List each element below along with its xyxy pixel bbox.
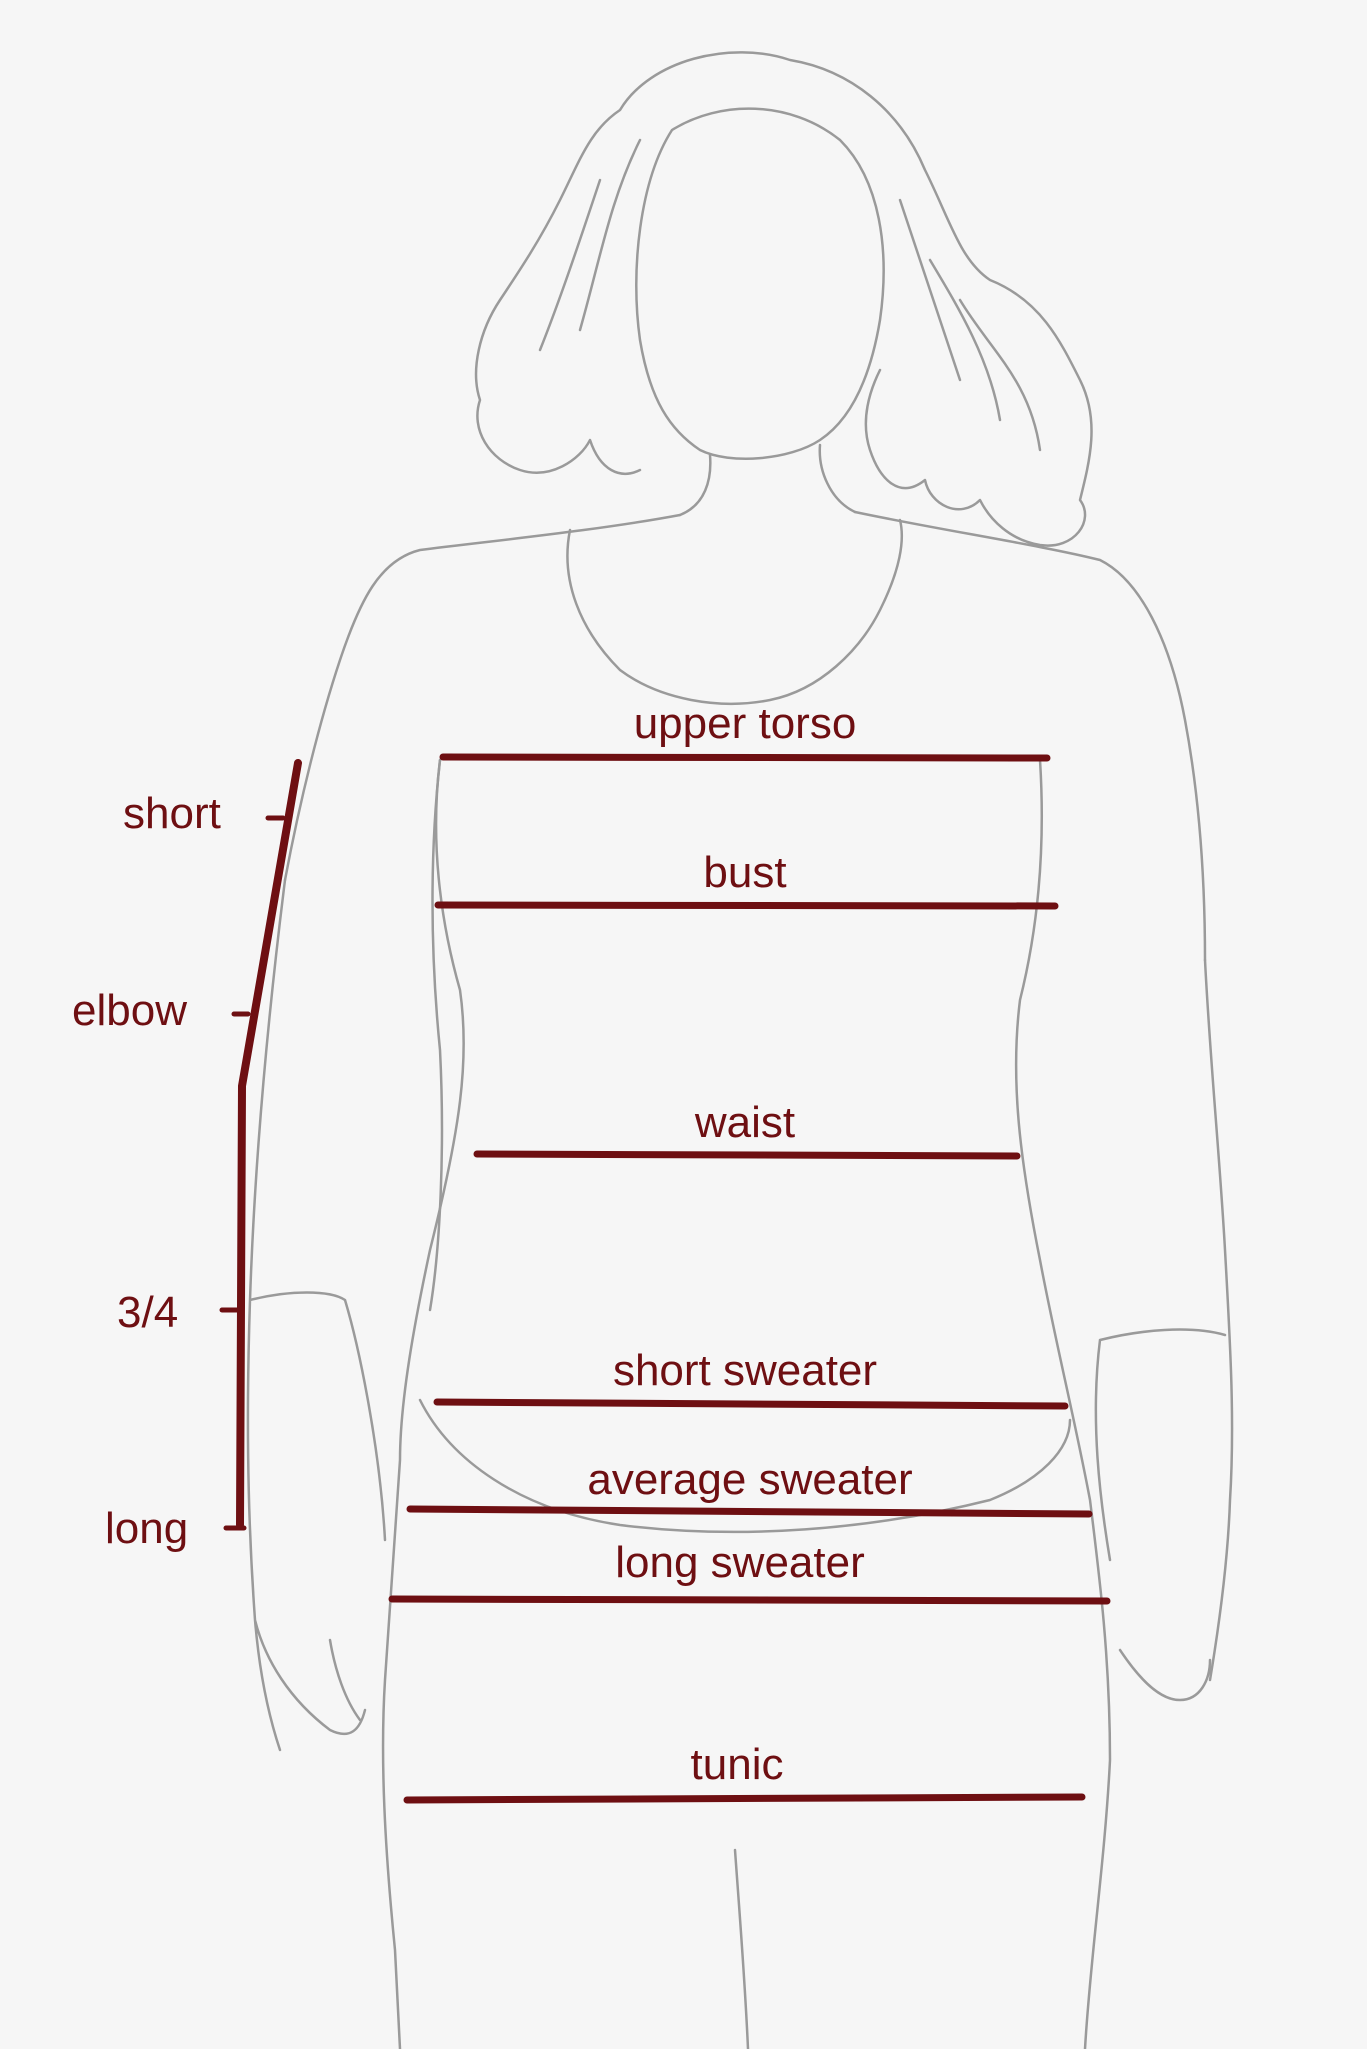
long-sweater-label: long sweater	[615, 1538, 865, 1587]
waist-line	[473, 1150, 1021, 1160]
right-arm-outline	[1094, 958, 1234, 1702]
legs-divide	[733, 1848, 750, 2049]
tunic-line	[403, 1793, 1086, 1804]
body-outline	[246, 51, 1234, 2049]
elbow-sleeve-label: elbow	[72, 986, 187, 1035]
long-sleeve-label: long	[105, 1504, 189, 1553]
bust-label: bust	[703, 848, 787, 897]
face-outline	[635, 107, 885, 460]
hair-outline	[474, 51, 1093, 547]
short-sweater-label: short sweater	[612, 1346, 878, 1395]
short-sweater-line	[433, 1398, 1069, 1410]
upper-torso-label: upper torso	[633, 699, 857, 748]
bust-line	[434, 901, 1059, 910]
upper-torso-line	[439, 753, 1051, 762]
waist-label: waist	[694, 1098, 796, 1147]
hair-strands	[538, 138, 1042, 452]
average-sweater-label: average sweater	[587, 1455, 913, 1504]
sleeve-gauge	[219, 759, 302, 1531]
long-sweater-line	[388, 1595, 1111, 1605]
sleeve-gauge-bar	[236, 759, 302, 1529]
tunic-label: tunic	[690, 1740, 784, 1789]
average-sweater-line	[406, 1505, 1093, 1518]
torso-outline	[381, 758, 1112, 2049]
left-arm-outline	[246, 758, 444, 1752]
three-quarter-sleeve-label: 3/4	[117, 1288, 179, 1337]
belly-outline	[418, 1398, 1072, 1534]
neckline-outline	[566, 518, 904, 705]
neck-outline	[678, 443, 857, 517]
body-length-lines	[388, 753, 1111, 1804]
shoulders-outline	[283, 510, 1207, 962]
short-sleeve-label: short	[123, 789, 221, 838]
